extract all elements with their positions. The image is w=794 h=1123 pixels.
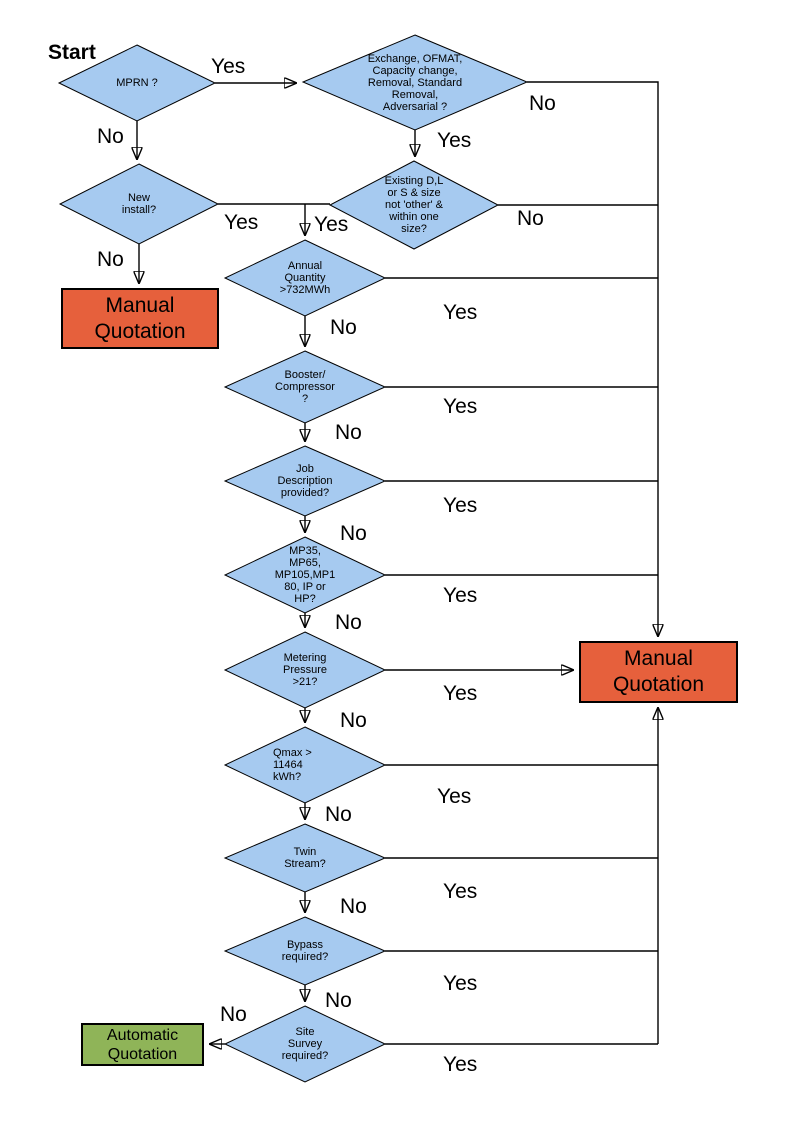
edge-label-existing-yes: Yes xyxy=(314,213,349,236)
decision-existing-size-label: Existing D,L or S & size not 'other' & w… xyxy=(384,175,444,235)
decision-qmax-label: Qmax > 11464 kWh? xyxy=(273,747,312,783)
terminal-automatic-quotation: Automatic Quotation xyxy=(81,1023,204,1066)
decision-new-install xyxy=(58,163,220,245)
edge-label-job-no: No xyxy=(340,522,367,545)
edge-label-exchange-no: No xyxy=(529,92,556,115)
start-label: Start xyxy=(48,41,96,64)
edge-label-new-install-yes: Yes xyxy=(224,211,259,234)
decision-pressure-tier xyxy=(223,536,387,614)
decision-existing-size xyxy=(328,160,500,250)
edge-label-qmax-no: No xyxy=(325,803,352,826)
decision-site-survey xyxy=(223,1005,387,1083)
edge-exchange-no-collector xyxy=(527,81,658,636)
decision-bypass-label: Bypass required? xyxy=(281,939,329,963)
decision-mprn-label: MPRN ? xyxy=(116,77,158,89)
edge-label-job-yes: Yes xyxy=(443,494,478,517)
edge-label-mprn-yes: Yes xyxy=(211,55,246,78)
edge-label-metering-yes: Yes xyxy=(443,682,478,705)
decision-annual-quantity xyxy=(223,239,387,317)
edge-label-annual-yes: Yes xyxy=(443,301,478,324)
decision-mprn xyxy=(57,44,217,122)
decision-metering-pressure xyxy=(223,631,387,709)
edge-label-mprn-no: No xyxy=(97,125,124,148)
edge-label-annual-no: No xyxy=(330,316,357,339)
edge-label-exchange-yes: Yes xyxy=(437,129,472,152)
decision-booster-label: Booster/ Compressor ? xyxy=(275,369,335,405)
decision-site-survey-label: Site Survey required? xyxy=(281,1026,329,1062)
edge-label-pressure-tier-yes: Yes xyxy=(443,584,478,607)
decision-job-description xyxy=(223,445,387,517)
terminal-manual-quotation-left: Manual Quotation xyxy=(61,288,219,349)
edge-label-bypass-no: No xyxy=(325,989,352,1012)
edge-label-bypass-yes: Yes xyxy=(443,972,478,995)
edge-label-twin-no: No xyxy=(340,895,367,918)
edge-label-booster-no: No xyxy=(335,421,362,444)
edge-label-new-install-no: No xyxy=(97,248,124,271)
edge-label-pressure-tier-no: No xyxy=(335,611,362,634)
decision-exchange xyxy=(301,34,529,131)
edge-label-twin-yes: Yes xyxy=(443,880,478,903)
terminal-manual-quotation-right: Manual Quotation xyxy=(579,641,738,703)
decision-twin-stream xyxy=(223,823,387,893)
decision-bypass xyxy=(223,916,387,986)
decision-pressure-tier-label: MP35, MP65, MP105,MP1 80, IP or HP? xyxy=(274,545,336,605)
decision-twin-stream-label: Twin Stream? xyxy=(284,846,326,870)
decision-metering-pressure-label: Metering Pressure >21? xyxy=(282,652,328,688)
edge-label-site-survey-no: No xyxy=(220,1003,247,1026)
edge-label-metering-no: No xyxy=(340,709,367,732)
decision-booster xyxy=(223,350,387,424)
decision-qmax xyxy=(223,726,387,804)
edge-label-existing-no: No xyxy=(517,207,544,230)
decision-annual-quantity-label: Annual Quantity >732MWh xyxy=(279,260,331,296)
decision-job-description-label: Job Description provided? xyxy=(277,463,333,499)
decision-exchange-label: Exchange, OFMAT, Capacity change, Remova… xyxy=(367,52,463,113)
edge-label-site-survey-yes: Yes xyxy=(443,1053,478,1076)
edge-label-booster-yes: Yes xyxy=(443,395,478,418)
decision-new-install-label: New install? xyxy=(121,192,157,216)
edge-label-qmax-yes: Yes xyxy=(437,785,472,808)
